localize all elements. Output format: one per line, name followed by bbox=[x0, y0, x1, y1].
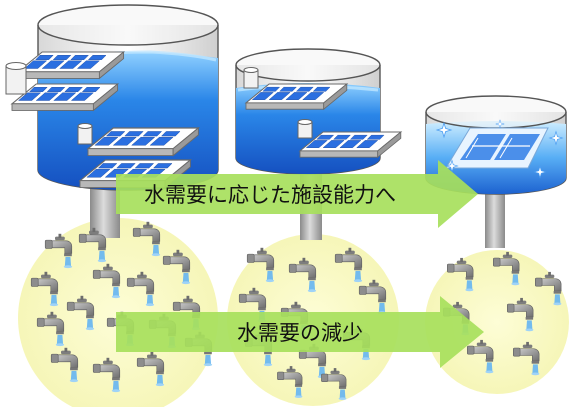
arrow-right-icon bbox=[116, 160, 478, 228]
filtration-basin-icon bbox=[445, 127, 549, 169]
intake-pipe-icon bbox=[5, 62, 93, 145]
arrow-capacity-label: 水需要に応じた施設能力へ bbox=[144, 183, 396, 207]
water-treatment-tank-icon bbox=[425, 95, 567, 195]
arrow-right-icon bbox=[116, 296, 484, 368]
arrow-demand: 水需要の減少 bbox=[116, 296, 484, 368]
pipe-small bbox=[485, 180, 505, 248]
water-treatment-tank-icon bbox=[5, 4, 219, 191]
arrow-demand-label: 水需要の減少 bbox=[237, 321, 363, 345]
water-treatment-tank-icon bbox=[235, 48, 402, 175]
arrow-capacity: 水需要に応じた施設能力へ bbox=[116, 160, 478, 228]
